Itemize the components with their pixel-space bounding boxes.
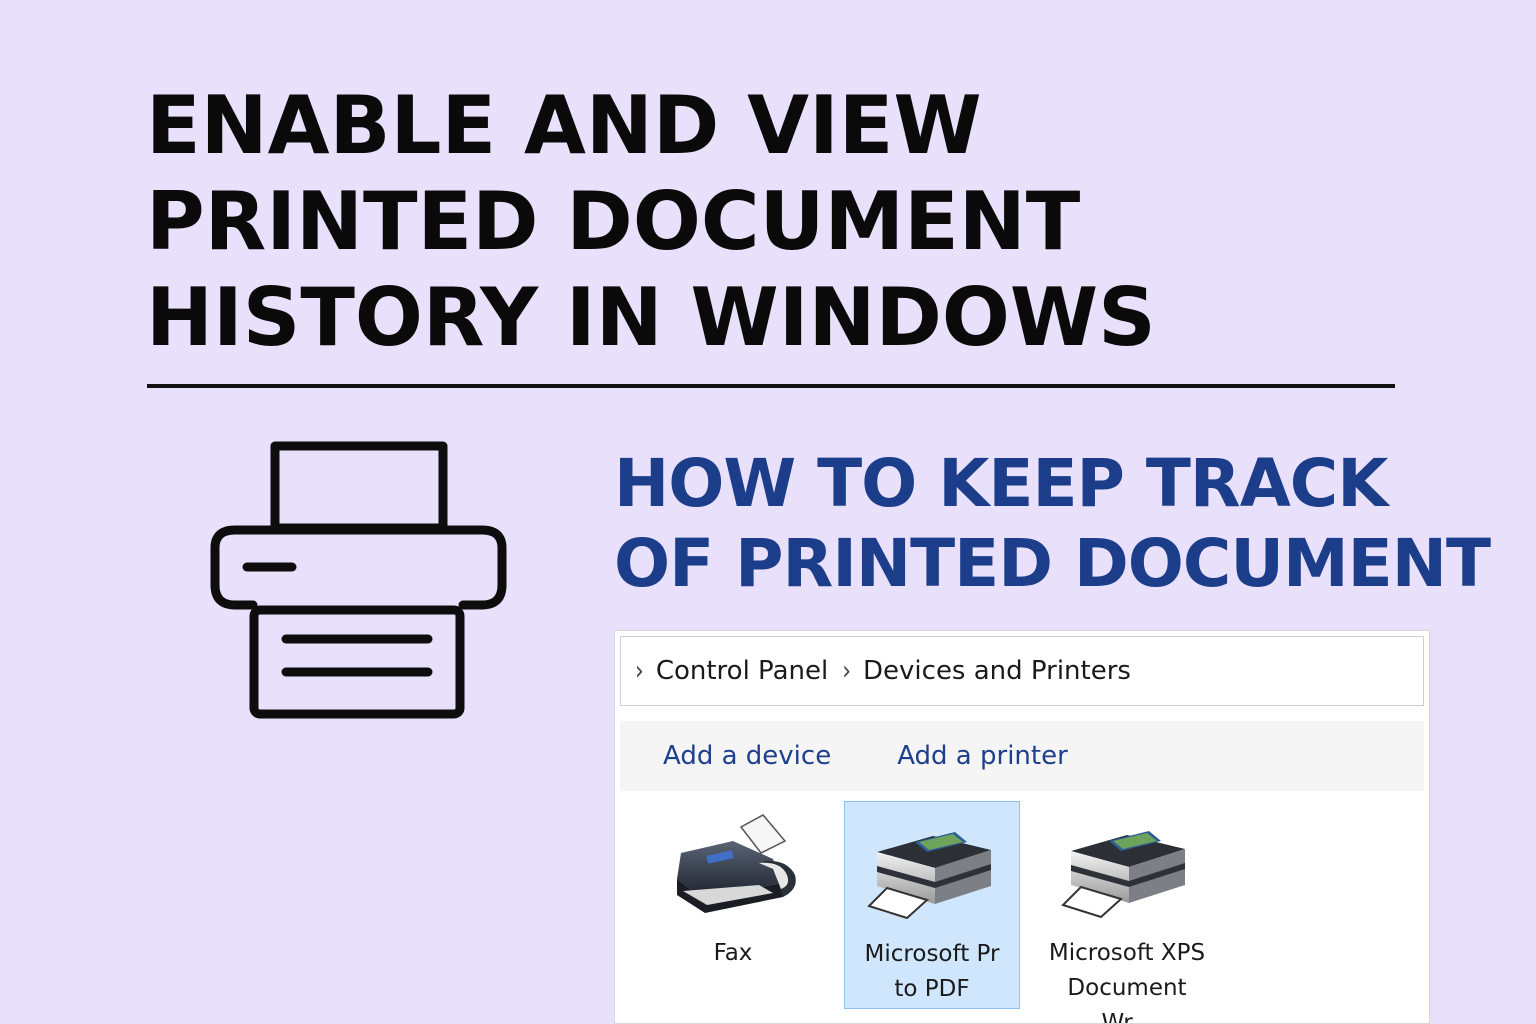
address-bar[interactable]: › Control Panel › Devices and Printers [620,636,1424,706]
devices-and-printers-window: › Control Panel › Devices and Printers A… [614,630,1430,1024]
headline-line-3: HISTORY IN WINDOWS [146,271,1156,364]
divider-rule [147,384,1395,388]
printer-icon [1061,831,1185,919]
device-list: Fax Microsoft Pr to PDF [615,791,1429,1023]
printer-outline-icon [210,441,507,719]
device-label-microsoft-print-to-pdf: Microsoft Pr to PDF [864,941,1000,1002]
subhead-line-1: HOW TO KEEP TRACK [614,445,1388,522]
fax-machine-icon [677,814,796,913]
add-printer-button[interactable]: Add a printer [897,741,1068,771]
chevron-right-icon[interactable]: › [842,656,852,686]
device-item-fax[interactable]: Fax [645,801,821,1009]
subheadline: HOW TO KEEP TRACK OF PRINTED DOCUMENT [614,444,1491,604]
printer-icon [867,832,991,920]
add-device-button[interactable]: Add a device [663,741,832,771]
main-headline: ENABLE AND VIEW PRINTED DOCUMENT HISTORY… [146,78,1156,366]
subhead-line-2: OF PRINTED DOCUMENT [614,525,1491,602]
headline-line-2: PRINTED DOCUMENT [146,175,1081,268]
device-item-microsoft-print-to-pdf[interactable]: Microsoft Pr to PDF [844,801,1020,1009]
command-toolbar: Add a device Add a printer [620,721,1424,791]
breadcrumb-devices-and-printers[interactable]: Devices and Printers [863,656,1131,686]
chevron-right-icon[interactable]: › [635,656,644,686]
headline-line-1: ENABLE AND VIEW [146,79,982,172]
device-label-microsoft-xps-document-writer: Microsoft XPS Document Wr... [1048,940,1206,1024]
breadcrumb-control-panel[interactable]: Control Panel [655,656,829,686]
device-label-fax: Fax [713,940,753,966]
device-item-microsoft-xps-document-writer[interactable]: Microsoft XPS Document Wr... [1039,801,1215,1023]
